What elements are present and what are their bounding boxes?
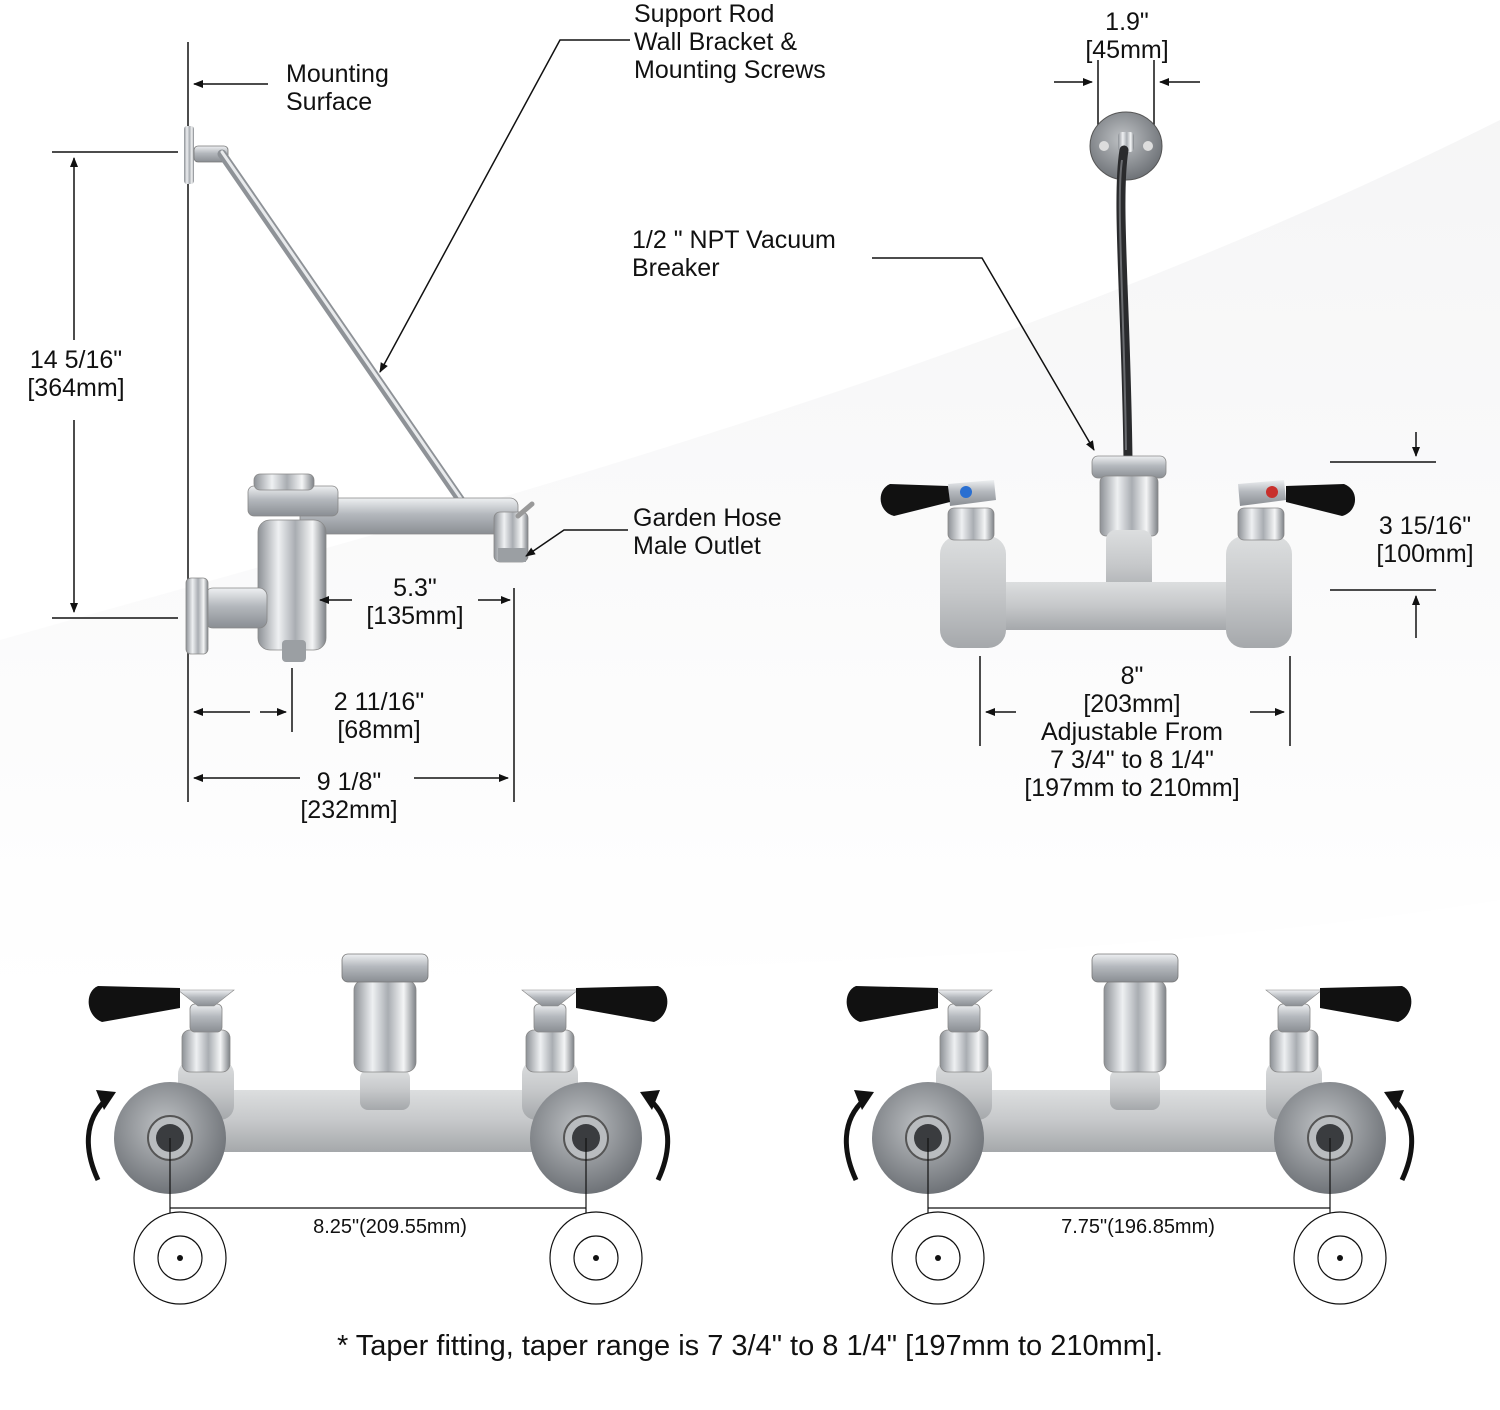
center-cap <box>341 953 429 983</box>
faucet-body <box>150 1090 606 1152</box>
spout-length-label: 5.3"[135mm] <box>366 574 464 630</box>
bottom-view-spacing-label-wide: 8.25"(209.55mm) <box>313 1216 467 1238</box>
rotation-arrow <box>1392 1098 1415 1182</box>
faucet-body <box>908 1090 1350 1152</box>
rotation-arrow <box>843 1098 866 1182</box>
wall-offset-label: 2 11/16"[68mm] <box>333 688 425 744</box>
front-view <box>872 60 1436 746</box>
bracket-width-label: 1.9"[45mm] <box>1085 8 1169 64</box>
bottom-view-wide <box>85 953 671 1305</box>
bottom-view-spacing-label-narrow: 7.75"(196.85mm) <box>1061 1216 1215 1238</box>
taper-footnote: * Taper fitting, taper range is 7 3/4" t… <box>336 1330 1164 1362</box>
total-depth-label: 9 1/8"[232mm] <box>300 768 398 824</box>
rotation-arrow <box>648 1098 671 1182</box>
lever-handle <box>1320 986 1412 1022</box>
side-view <box>52 39 630 802</box>
lever-handle <box>846 986 938 1022</box>
lever-handle <box>576 986 668 1022</box>
center-cap <box>1091 953 1179 983</box>
rotation-arrow <box>85 1098 108 1182</box>
bottom-view-narrow <box>843 953 1415 1305</box>
body-height-label: 3 15/16"[100mm] <box>1376 512 1474 568</box>
lever-handle <box>88 986 180 1022</box>
height-dimension-label: 14 5/16"[364mm] <box>27 346 125 402</box>
